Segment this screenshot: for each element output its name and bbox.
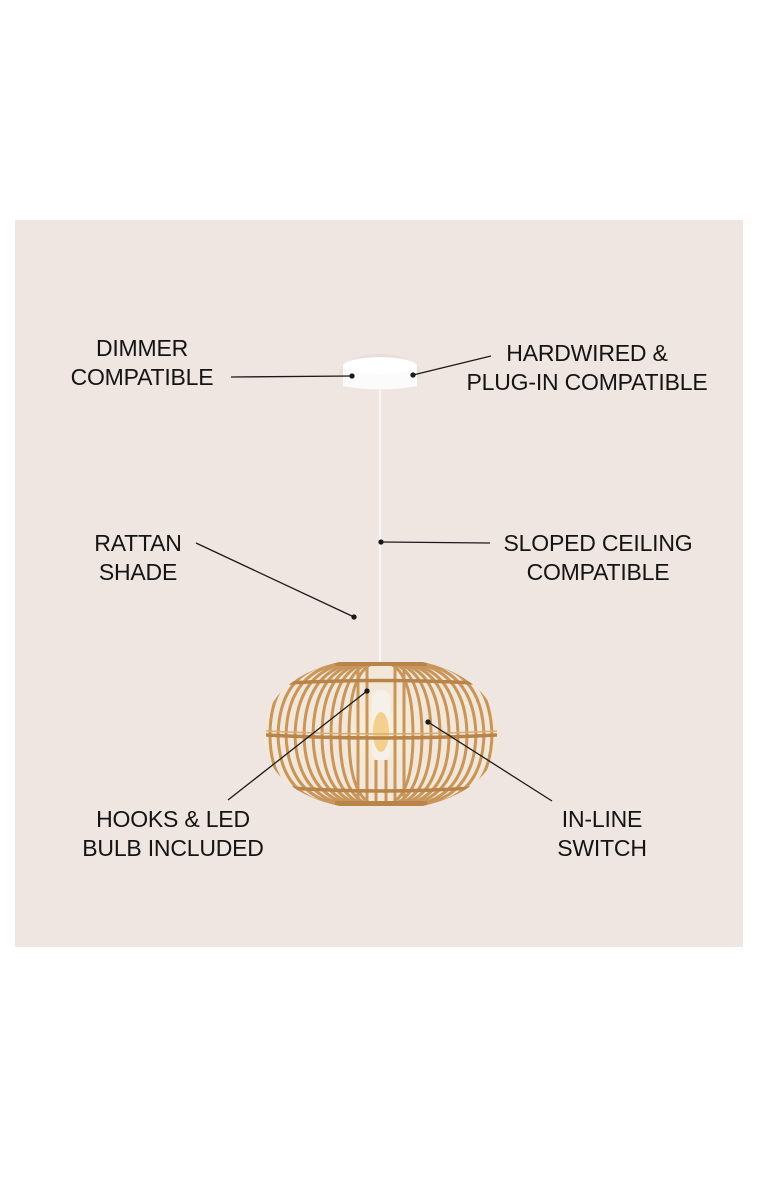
callout-line: HARDWIRED & (506, 340, 668, 366)
callout-dimmer-compatible: DIMMER COMPATIBLE (71, 334, 214, 392)
callout-line: COMPATIBLE (70, 364, 214, 390)
callout-in-line-switch: IN-LINE SWITCH (557, 805, 647, 863)
callout-line: BULB INCLUDED (82, 835, 264, 861)
callout-rattan-shade: RATTAN SHADE (94, 529, 182, 587)
callout-line: DIMMER (95, 335, 189, 361)
callout-line: SWITCH (557, 835, 647, 861)
callout-line: SLOPED CEILING (503, 530, 693, 556)
callout-hardwired-plug-in: HARDWIRED & PLUG-IN COMPATIBLE (467, 339, 708, 397)
rattan-shade (263, 662, 499, 806)
callout-line: COMPATIBLE (526, 559, 670, 585)
callout-line: PLUG-IN COMPATIBLE (466, 369, 708, 395)
callout-line: HOOKS & LED (96, 806, 250, 832)
callout-sloped-ceiling: SLOPED CEILING COMPATIBLE (504, 529, 693, 587)
callout-hooks-led-bulb: HOOKS & LED BULB INCLUDED (82, 805, 264, 863)
callout-line: RATTAN (94, 530, 182, 556)
callout-line: IN-LINE (561, 806, 643, 832)
callout-leader-lines (195, 355, 553, 802)
ceiling-canopy (340, 354, 420, 390)
callout-line: SHADE (98, 559, 178, 585)
